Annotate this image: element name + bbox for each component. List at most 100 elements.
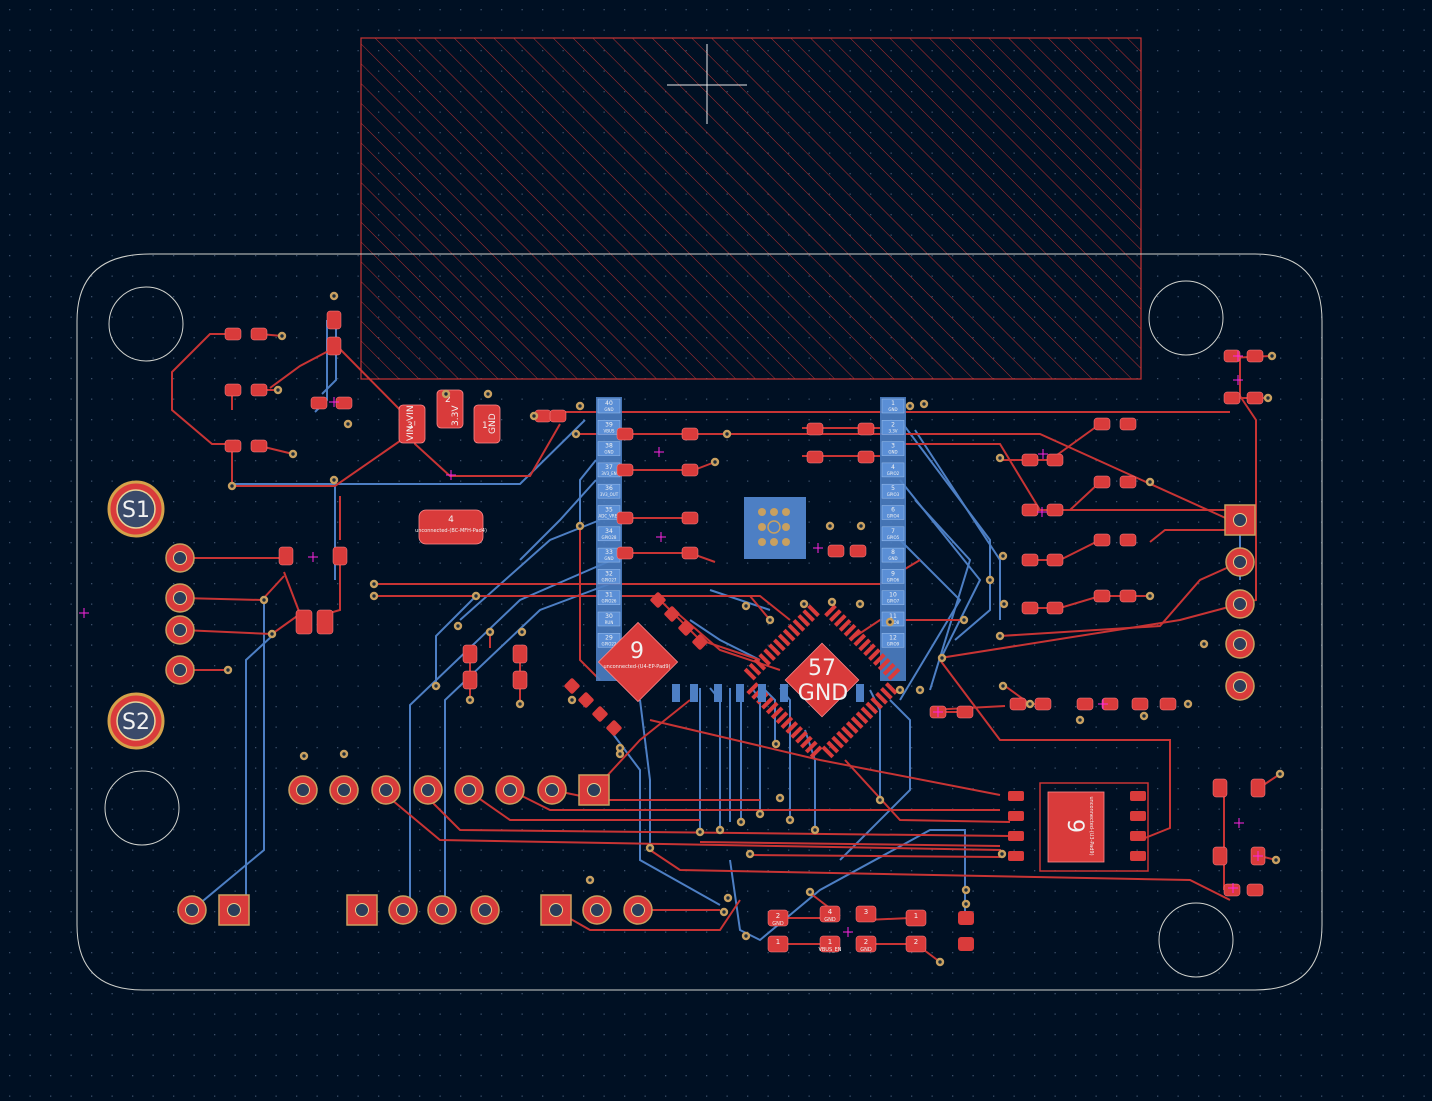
mcu-pin[interactable] [884, 682, 898, 695]
mcu-pin[interactable] [787, 623, 801, 637]
th-pad[interactable] [454, 775, 484, 805]
smd-pad[interactable] [1119, 589, 1137, 603]
smd-pad[interactable] [616, 511, 634, 525]
th-pad[interactable] [582, 895, 612, 925]
th-pad[interactable] [177, 895, 207, 925]
smd-pad[interactable] [1246, 883, 1264, 897]
mcu-pin[interactable] [833, 614, 847, 627]
th-pad[interactable] [470, 895, 500, 925]
smd-pad[interactable] [1093, 533, 1111, 547]
smd-pad[interactable] [616, 427, 634, 441]
th-pad[interactable] [165, 615, 195, 645]
smd-pad[interactable] [956, 705, 974, 719]
connector-pad[interactable]: 1 [767, 935, 789, 953]
mcu-pin[interactable] [768, 643, 781, 657]
left-th-header[interactable] [165, 543, 195, 685]
smd-pad[interactable] [650, 592, 667, 609]
mcu-pin[interactable] [829, 609, 842, 622]
lower-th-connectors[interactable] [177, 894, 653, 926]
smd-pad[interactable] [1246, 391, 1264, 405]
driver-pin[interactable] [1008, 791, 1024, 801]
smd-pad[interactable] [1021, 601, 1039, 615]
mcu-pin[interactable] [853, 633, 867, 647]
connector-pad[interactable]: 1 [905, 909, 927, 927]
smd-pad[interactable] [1093, 417, 1111, 431]
smd-pad[interactable] [1046, 553, 1064, 567]
smd-pad[interactable] [1223, 391, 1241, 405]
smd-pad[interactable] [681, 546, 699, 560]
connector-pad[interactable]: 2 [905, 935, 927, 953]
smd-pad[interactable] [1131, 697, 1149, 711]
driver-pin[interactable] [1130, 851, 1146, 861]
th-pad[interactable] [495, 775, 525, 805]
driver-pin[interactable] [1008, 851, 1024, 861]
module-thermal-pad[interactable]: 9 unconnected-(U4-EP-Pad9) [597, 621, 679, 703]
mcu-pin[interactable] [855, 711, 869, 725]
smd-pad[interactable] [1119, 533, 1137, 547]
th-pad[interactable] [540, 894, 572, 926]
th-pad[interactable] [165, 583, 195, 613]
crystal-pad[interactable]: 4 unconnected-(BC-MFH-Pad4) [415, 509, 487, 545]
mcu-pin[interactable] [826, 740, 840, 754]
smd-pad[interactable] [1046, 453, 1064, 467]
th-pad[interactable] [1225, 547, 1255, 577]
smd-pad[interactable] [1159, 697, 1177, 711]
mcu-pin[interactable] [795, 730, 808, 744]
mcu-pin[interactable] [838, 618, 852, 632]
smd-pad[interactable] [681, 427, 699, 441]
driver-pin[interactable] [1008, 831, 1024, 841]
mcu-pin[interactable] [843, 623, 857, 637]
mcu-pin[interactable] [863, 643, 876, 657]
th-pad[interactable] [1224, 504, 1256, 536]
smd-pad[interactable] [1093, 475, 1111, 489]
mcu-pin[interactable] [753, 658, 767, 671]
smd-pad[interactable] [857, 422, 875, 436]
th-pad[interactable] [427, 895, 457, 925]
th-pad[interactable] [1225, 629, 1255, 659]
smd-pad[interactable] [1021, 453, 1039, 467]
smd-pad[interactable] [678, 620, 695, 637]
mcu-pin[interactable] [848, 628, 862, 642]
mcu-pin[interactable] [807, 604, 820, 618]
mcu-pin[interactable] [777, 633, 791, 647]
mcu-pin[interactable] [790, 726, 803, 739]
smd-pad[interactable] [1009, 697, 1027, 711]
bottom-th-row[interactable] [288, 774, 610, 806]
smd-pad[interactable] [224, 439, 242, 453]
mcu-pin[interactable] [824, 604, 837, 618]
th-pad[interactable] [165, 655, 195, 685]
smd-pad[interactable] [326, 336, 342, 356]
smd-pad[interactable] [664, 606, 681, 623]
th-pad[interactable] [388, 895, 418, 925]
smd-pad[interactable] [512, 644, 528, 664]
mcu-pin[interactable] [804, 740, 818, 754]
smd-pad[interactable] [1246, 349, 1264, 363]
smd-pad[interactable] [1046, 503, 1064, 517]
mcu-pin[interactable] [770, 706, 784, 720]
mcu-qfn[interactable]: 57 GND [734, 592, 909, 767]
mcu-pin[interactable] [882, 662, 896, 676]
th-pad[interactable] [165, 543, 195, 573]
smd-pad[interactable] [1212, 778, 1228, 798]
mcu-pin[interactable] [782, 628, 796, 642]
th-pad[interactable] [623, 895, 653, 925]
mcu-pin[interactable] [780, 716, 794, 730]
smd-pad[interactable] [564, 678, 581, 695]
mcu-pin[interactable] [802, 609, 815, 622]
th-pad[interactable] [371, 775, 401, 805]
smd-pad[interactable] [512, 670, 528, 690]
mcu-pin[interactable] [758, 653, 772, 666]
th-pad[interactable] [1225, 589, 1255, 619]
mcu-pin[interactable] [850, 716, 864, 730]
